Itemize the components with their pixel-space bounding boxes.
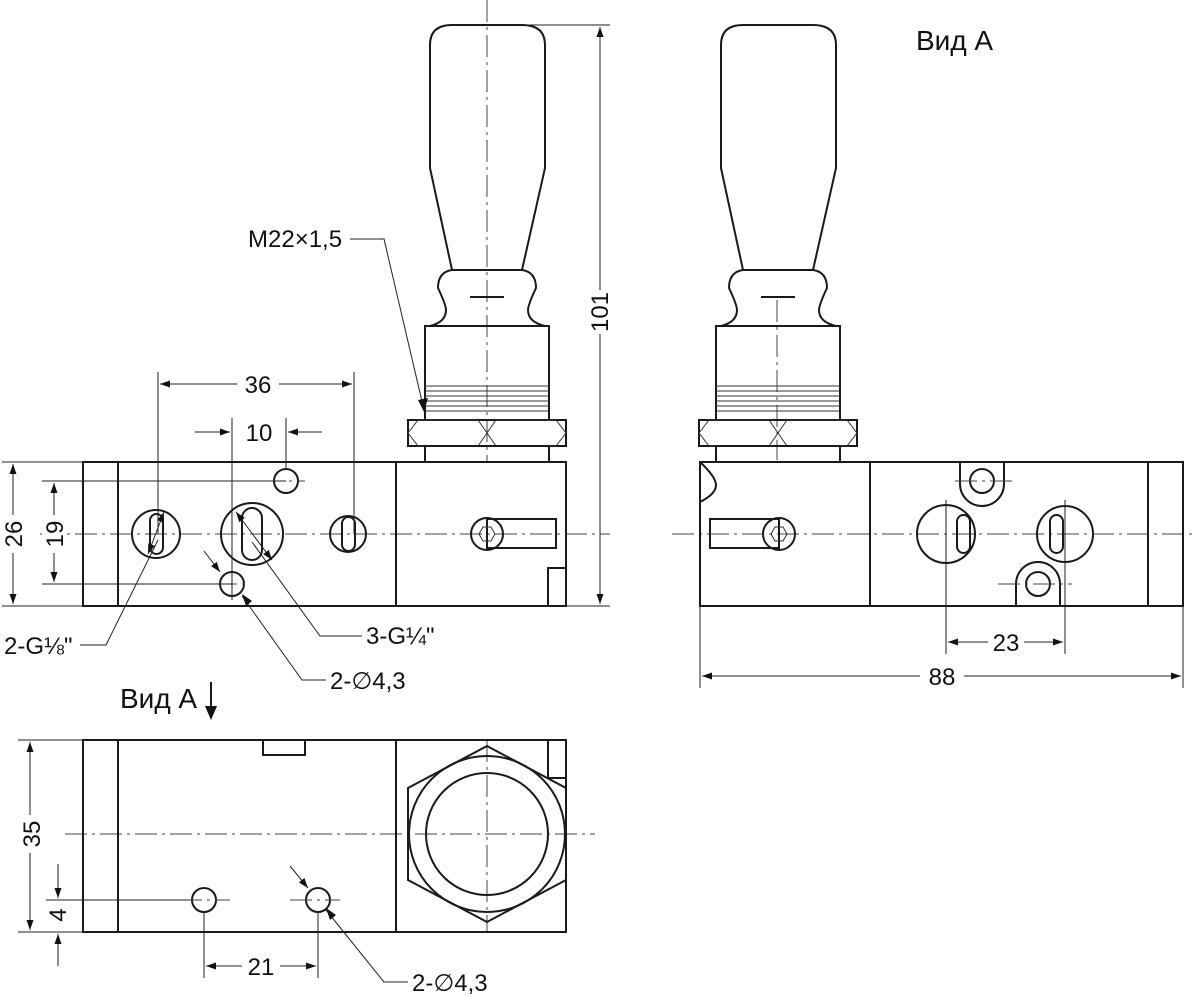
port-right — [329, 515, 367, 553]
handle-grip-side — [720, 24, 837, 271]
dim-88-label: 88 — [929, 664, 956, 691]
dim-4-label: 4 — [45, 908, 72, 921]
thread-label: M22×1,5 — [248, 226, 342, 253]
dim-23-label: 23 — [993, 630, 1020, 657]
dim-19-label: 19 — [42, 521, 69, 548]
dim-21-label: 21 — [248, 954, 275, 981]
dim-36-label: 36 — [245, 372, 272, 399]
hole-front-label: 2-∅4,3 — [330, 668, 406, 695]
port-center — [220, 502, 284, 566]
view-a: Вид А 35 4 21 — [18, 682, 595, 996]
dim-26-label: 26 — [1, 521, 28, 548]
valve-body-side — [699, 461, 1184, 607]
dim-10-label: 10 — [246, 420, 273, 447]
hole-bottom-label: 2-∅4,3 — [412, 970, 488, 996]
port-small-label: 2-G⅛" — [4, 633, 73, 660]
view-a-arrow-label: Вид А — [120, 683, 197, 714]
side-view: 23 88 Вид А — [672, 24, 1195, 691]
dim-35-label: 35 — [19, 821, 46, 848]
port-left — [131, 509, 181, 559]
dim-height-label: 101 — [587, 292, 614, 332]
view-a-title: Вид А — [916, 25, 993, 56]
front-view: 101 36 10 26 19 M22×1,5 2-G⅛" — [1, 0, 614, 695]
port-large-label: 3-G¼" — [366, 623, 435, 650]
valve-body-bottom — [82, 739, 567, 933]
hex-nut-bottom — [407, 744, 567, 924]
valve-body-front — [82, 461, 567, 607]
hex-socket-screw — [470, 517, 504, 551]
